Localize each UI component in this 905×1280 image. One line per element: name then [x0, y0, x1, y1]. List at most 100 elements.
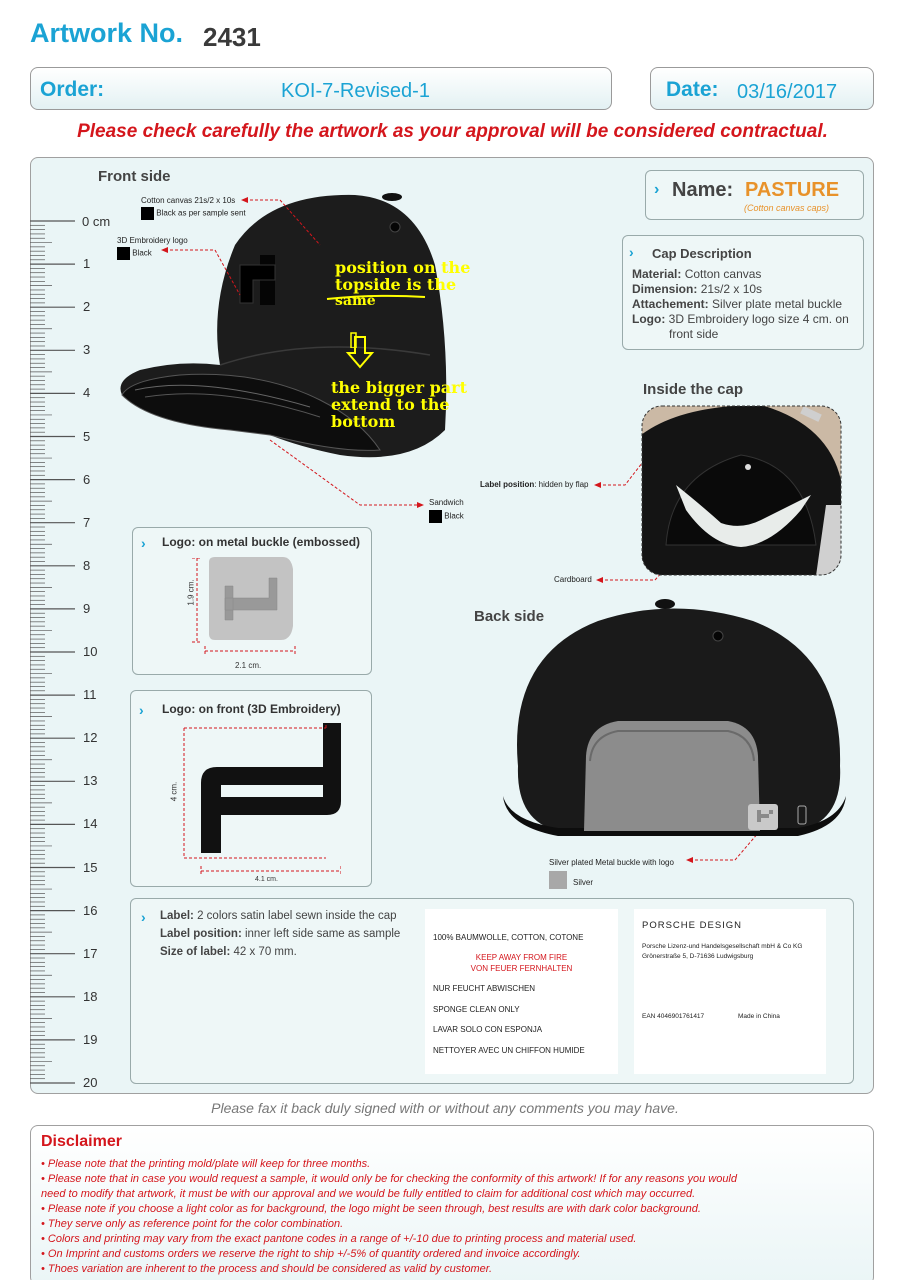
- disclaimer-box: Disclaimer • Please note that the printi…: [30, 1125, 874, 1280]
- embroidery-label: 3D Embroidery logo: [117, 236, 188, 245]
- sandwich-label: Sandwich: [429, 498, 464, 507]
- fax-note: Please fax it back duly signed with or w…: [211, 1100, 679, 1116]
- dimension-label: Dimension:: [632, 282, 698, 296]
- position-text: inner left side same as sample: [244, 928, 401, 940]
- annotation-bottom: the bigger part extend to the bottom: [331, 379, 467, 430]
- embroidery-color-text: Black: [132, 248, 152, 258]
- care-line-6: NETTOYER AVEC UN CHIFFON HUMIDE: [433, 1046, 585, 1055]
- order-value: KOI-7-Revised-1: [281, 80, 430, 102]
- brand-ean: EAN 4046901761417: [642, 1013, 705, 1020]
- label-size-line: Size of label: 42 x 70 mm.: [160, 946, 297, 958]
- disclaimer-item: • Please note if you choose a light colo…: [41, 1203, 701, 1215]
- artwork-title: Artwork No.: [30, 18, 184, 48]
- date-value: 03/16/2017: [737, 81, 838, 103]
- brand-company: Porsche Lizenz-und Handelsgesellschaft m…: [642, 943, 803, 950]
- ruler-number: 11: [83, 687, 97, 703]
- front-cap-illustration: [120, 193, 447, 458]
- name-box: › Name: PASTURE (Cotton canvas caps): [645, 170, 864, 220]
- disclaimer-title: Disclaimer: [41, 1133, 122, 1150]
- order-label: Order:: [40, 78, 105, 101]
- buckle-color: Silver: [573, 878, 594, 887]
- cardboard-label: Cardboard: [554, 575, 592, 584]
- annotation-bottom-line2: extend to the: [331, 395, 450, 414]
- sandwich-color: Black: [429, 510, 464, 523]
- metal-logo-height: 1.9 cm.: [186, 579, 196, 606]
- ruler-number: 18: [83, 988, 98, 1004]
- ruler-number: 8: [83, 557, 91, 573]
- back-side-title: Back side: [474, 608, 545, 625]
- ruler-number: 2: [83, 299, 91, 315]
- ruler-number: 10: [83, 644, 98, 659]
- name-value: PASTURE: [745, 179, 840, 201]
- ruler-number: 20: [83, 1075, 98, 1090]
- ruler-number: 17: [83, 945, 98, 961]
- brand-label-card: PORSCHE DESIGN Porsche Lizenz-und Handel…: [634, 909, 826, 1074]
- annotation-top-line2: topside is the: [335, 275, 457, 294]
- annotation-top-line1: position on the: [335, 258, 471, 277]
- cotton-color: Black as per sample sent: [141, 207, 246, 220]
- care-line-5: LAVAR SOLO CON ESPONJA: [433, 1025, 543, 1034]
- ruler-number: 16: [83, 902, 98, 918]
- disclaimer-item: • Thoes variation are inherent to the pr…: [41, 1263, 493, 1275]
- embroidery-logo-icon: [183, 723, 341, 876]
- disclaimer-item: • Please note that in case you would req…: [41, 1173, 737, 1185]
- label-line: Label: 2 colors satin label sewn inside …: [160, 910, 397, 922]
- ruler-number: 3: [83, 342, 91, 358]
- front-logo-width: 4.1 cm.: [255, 876, 278, 883]
- label-text: 2 colors satin label sewn inside the cap: [197, 910, 397, 922]
- material-value: Cotton canvas: [684, 267, 762, 281]
- front-logo-box: › Logo: on front (3D Embroidery) 4 cm. 4…: [130, 690, 372, 887]
- front-logo-title: Logo: on front (3D Embroidery): [162, 702, 341, 716]
- chevron-right-icon: ›: [629, 244, 634, 260]
- material-line: Material: Cotton canvas: [632, 267, 761, 282]
- embroidery-color: Black: [117, 247, 152, 260]
- annotation-bottom-line1: the bigger part: [331, 378, 467, 397]
- black-swatch: [429, 510, 442, 523]
- buckle-label: Silver plated Metal buckle with logo: [549, 858, 674, 867]
- cm-ruler: [30, 212, 75, 1084]
- ruler-number: 1: [83, 256, 91, 272]
- annotation-marks: [326, 294, 426, 348]
- care-line-4: SPONGE CLEAN ONLY: [433, 1005, 520, 1014]
- metal-buckle-logo-icon: [209, 557, 293, 640]
- date-box: Date: 03/16/2017: [650, 67, 874, 110]
- ruler-number: 15: [83, 859, 98, 875]
- size-text: 42 x 70 mm.: [233, 946, 297, 958]
- ruler-unit: 0 cm: [82, 214, 111, 229]
- sandwich-color-text: Black: [444, 511, 464, 521]
- position-bold: Label position:: [160, 928, 242, 940]
- ruler-number: 9: [83, 600, 91, 616]
- care-line-3: NUR FEUCHT ABWISCHEN: [433, 984, 536, 993]
- brand-address: Grönerstraße 5, D-71636 Ludwigsburg: [642, 953, 754, 960]
- logo-value: 3D Embroidery logo size 4 cm. on: [668, 312, 849, 326]
- silver-swatch: [549, 871, 567, 889]
- metal-logo-dimension-lines: [192, 558, 296, 656]
- disclaimer-item: • On Imprint and customs orders we reser…: [41, 1248, 581, 1260]
- attachment-label: Attachement:: [632, 297, 709, 311]
- cotton-label: Cotton canvas 21s/2 x 10s: [141, 196, 236, 205]
- artwork-number: 2431: [203, 22, 261, 52]
- ruler-number: 6: [83, 471, 91, 487]
- label-position-bold: Label position: [480, 480, 535, 489]
- label-section-box: › Label: 2 colors satin label sewn insid…: [130, 898, 854, 1084]
- cap-description-box: › Cap Description Material: Cotton canva…: [622, 235, 864, 350]
- metal-logo-box: › Logo: on metal buckle (embossed) 1.9 c…: [132, 527, 372, 675]
- size-bold: Size of label:: [160, 946, 231, 958]
- front-side-title: Front side: [98, 168, 171, 185]
- ruler-number: 14: [83, 816, 98, 832]
- ruler-number: 4: [83, 385, 91, 401]
- label-position-line: Label position: inner left side same as …: [160, 928, 400, 940]
- name-sub: (Cotton canvas caps): [744, 203, 830, 213]
- care-red-1: KEEP AWAY FROM FIRE: [475, 953, 568, 962]
- annotation-bottom-line3: bottom: [331, 412, 396, 431]
- order-box: Order: KOI-7-Revised-1: [30, 67, 612, 110]
- disclaimer-item: • Colors and printing may vary from the …: [41, 1233, 637, 1245]
- logo-label: Logo:: [632, 312, 666, 326]
- care-label-card: 100% BAUMWOLLE, COTTON, COTONE KEEP AWAY…: [425, 909, 618, 1074]
- care-line-1: 100% BAUMWOLLE, COTTON, COTONE: [433, 933, 584, 942]
- ruler-number: 13: [83, 773, 98, 789]
- logo-line-2: front side: [669, 327, 719, 341]
- disclaimer-item: need to modify that artwork, it must be …: [41, 1188, 696, 1200]
